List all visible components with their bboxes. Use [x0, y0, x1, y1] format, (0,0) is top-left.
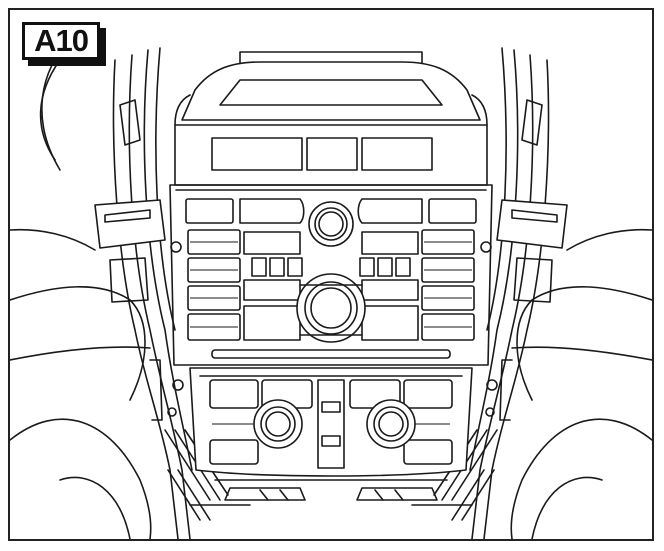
center-console-body: [169, 184, 493, 366]
right-console-side: [433, 47, 568, 539]
left-console-side: [94, 47, 229, 539]
step-label: A10: [22, 22, 100, 60]
step-badge: A10: [22, 22, 108, 68]
display-hood: [174, 51, 488, 186]
climate-control-panel: [189, 367, 473, 477]
lower-tunnel: [189, 479, 473, 506]
